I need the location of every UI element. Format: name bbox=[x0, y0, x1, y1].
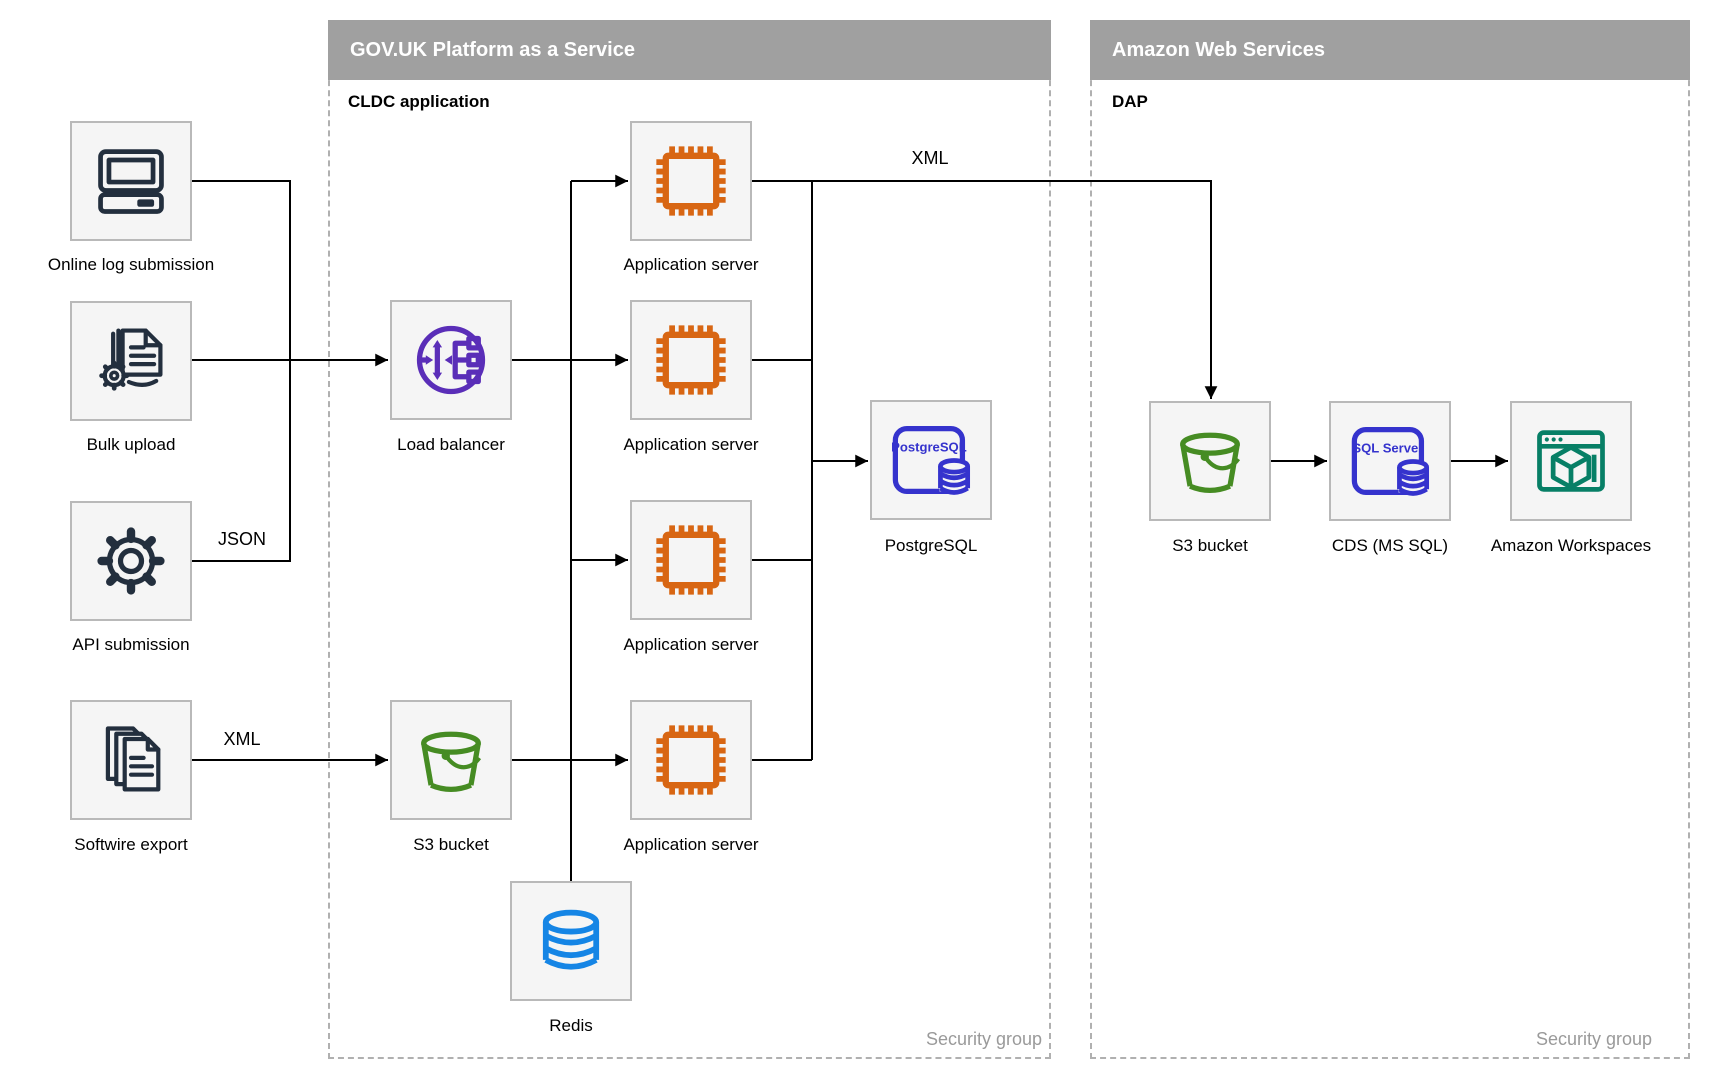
node-label: Online log submission bbox=[47, 255, 215, 274]
cldc-application-label: CLDC application bbox=[348, 92, 490, 111]
computer-icon bbox=[98, 149, 164, 214]
node-label: Application server bbox=[623, 635, 759, 654]
node-label: Application server bbox=[623, 835, 759, 854]
dap-label: DAP bbox=[1112, 92, 1148, 111]
workspaces-icon bbox=[1537, 430, 1605, 492]
node-redis bbox=[510, 881, 632, 1001]
chip-icon bbox=[656, 146, 726, 216]
bucket-icon bbox=[1180, 432, 1241, 494]
node-label: CDS (MS SQL) bbox=[1331, 536, 1449, 555]
node-softwire-export bbox=[70, 700, 192, 820]
node-s3-bucket-aws bbox=[1149, 401, 1271, 521]
node-load-balancer bbox=[390, 300, 512, 420]
gear-icon bbox=[97, 527, 165, 595]
node-application-server-1 bbox=[630, 121, 752, 241]
node-s3-bucket-govuk bbox=[390, 700, 512, 820]
postgresql-icon: PostgreSQL bbox=[891, 425, 971, 495]
node-label: S3 bucket bbox=[1172, 536, 1248, 555]
node-label: PostgreSQL bbox=[884, 536, 978, 555]
edge-label-json: JSON bbox=[217, 529, 266, 549]
node-label: S3 bucket bbox=[413, 835, 489, 854]
aws-container: Amazon Web Services bbox=[1090, 20, 1690, 1059]
node-label: API submission bbox=[72, 635, 190, 654]
node-label: Application server bbox=[623, 255, 759, 274]
chip-icon bbox=[656, 725, 726, 795]
document-gear-icon bbox=[99, 328, 163, 391]
chip-icon bbox=[656, 325, 726, 395]
node-application-server-2 bbox=[630, 300, 752, 420]
load-balancer-icon bbox=[416, 325, 486, 395]
sql-server-icon-text: SQL Server bbox=[1352, 441, 1423, 456]
node-label: Bulk upload bbox=[86, 435, 176, 454]
database-icon bbox=[542, 909, 600, 970]
govuk-paas-header: GOV.UK Platform as a Service bbox=[328, 20, 1051, 80]
node-label: Load balancer bbox=[397, 435, 505, 454]
edge-label-xml-softwire: XML bbox=[223, 729, 261, 749]
aws-security-group-label: Security group bbox=[1535, 1029, 1652, 1049]
node-label: Application server bbox=[623, 435, 759, 454]
node-application-server-4 bbox=[630, 700, 752, 820]
govuk-paas-container: GOV.UK Platform as a Service bbox=[328, 20, 1051, 1059]
documents-icon bbox=[105, 726, 161, 792]
node-label: Softwire export bbox=[74, 835, 188, 854]
node-label: Redis bbox=[549, 1016, 593, 1035]
chip-icon bbox=[656, 525, 726, 595]
aws-header: Amazon Web Services bbox=[1090, 20, 1690, 80]
node-online-log-submission bbox=[70, 121, 192, 241]
node-label: Amazon Workspaces bbox=[1490, 536, 1652, 555]
node-cds-mssql: SQL Server bbox=[1329, 401, 1451, 521]
node-amazon-workspaces bbox=[1510, 401, 1632, 521]
edge-label-xml-top: XML bbox=[911, 148, 949, 168]
node-postgresql: PostgreSQL bbox=[870, 400, 992, 520]
govuk-security-group-label: Security group bbox=[925, 1029, 1042, 1049]
node-api-submission bbox=[70, 501, 192, 621]
node-application-server-3 bbox=[630, 500, 752, 620]
bucket-icon bbox=[421, 731, 482, 793]
node-bulk-upload bbox=[70, 301, 192, 421]
sql-server-icon: SQL Server bbox=[1351, 426, 1430, 496]
postgresql-icon-text: PostgreSQL bbox=[891, 440, 967, 455]
